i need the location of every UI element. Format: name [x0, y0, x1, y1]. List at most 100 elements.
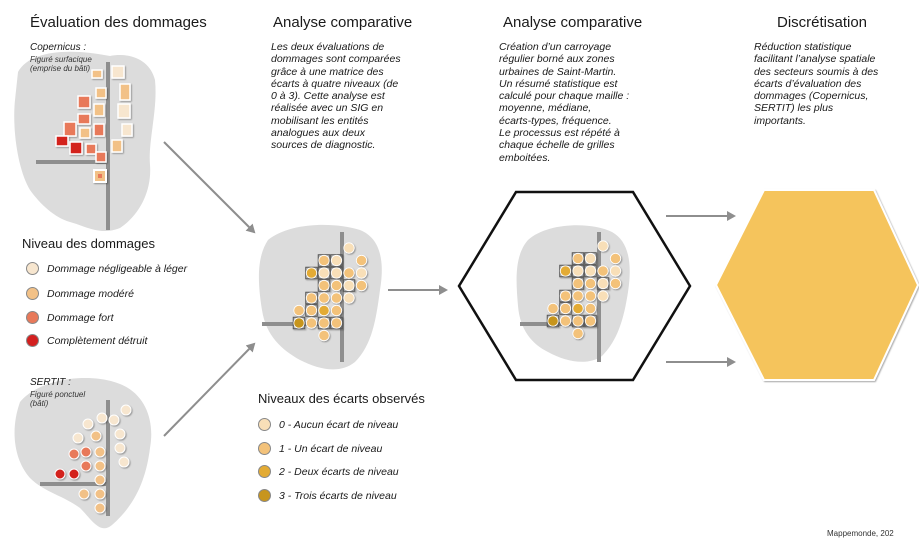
swatch-destroyed	[26, 334, 39, 347]
gap-level-dot	[305, 304, 318, 317]
grid-cell	[559, 302, 572, 315]
gap-level-dot	[343, 267, 355, 279]
gap-legend-item: 3 - Trois écarts de niveau	[258, 489, 397, 502]
grid-cell	[305, 291, 318, 305]
grid-cell	[559, 264, 572, 278]
gap-level-dot	[318, 329, 330, 342]
legend-label: Complètement détruit	[47, 334, 148, 347]
swatch-gap-0	[258, 418, 271, 431]
gap-level-dot	[584, 302, 597, 315]
flow-arrows	[163, 141, 736, 437]
damage-legend-item: Dommage modéré	[26, 287, 134, 300]
desc-line: Un résumé statistique est	[499, 77, 618, 90]
gap-level-dot	[305, 292, 318, 304]
gap-level-dot	[559, 315, 572, 327]
damage-legend-title: Niveau des dommages	[22, 236, 155, 251]
swatch-moderate	[26, 287, 39, 300]
gap-level-dot	[355, 267, 368, 279]
gap-level-dot	[305, 317, 318, 329]
grid-cell	[292, 316, 306, 330]
gap-level-dot	[584, 265, 597, 277]
gap-level-dot	[343, 242, 355, 254]
gap-level-dot	[597, 277, 609, 290]
desc-line: dommages (Copernicus,	[754, 90, 869, 103]
detail-line: Figuré surfacique	[30, 55, 92, 64]
swatch-gap-3	[258, 489, 271, 502]
desc-line: mobilisant les entités	[271, 114, 369, 127]
gap-legend-item: 1 - Un écart de niveau	[258, 442, 382, 455]
desc-line: calculé pour chaque maille :	[499, 90, 630, 103]
gap-level-dot	[330, 254, 343, 267]
gap-level-dot	[330, 267, 343, 279]
copernicus-detail: Figuré surfacique (emprise du bâti)	[30, 55, 92, 73]
copernicus-label: Copernicus :	[30, 42, 87, 53]
credit: Mappemonde, 202	[827, 529, 894, 538]
grid-cell	[546, 314, 560, 328]
damage-legend-item: Dommage fort	[26, 311, 114, 324]
grid-cell	[571, 252, 585, 265]
gap-level-dot	[609, 277, 622, 290]
desc-line: grâce à une matrice des	[271, 65, 384, 78]
gap-level-dot	[318, 254, 330, 267]
swatch-negligible	[26, 262, 39, 275]
gap-level-dot	[572, 252, 584, 265]
gap-level-dot	[572, 302, 584, 315]
damage-legend-item: Complètement détruit	[26, 334, 147, 347]
grid-cell	[330, 316, 343, 330]
gap-level-dot	[597, 240, 609, 252]
gap-level-dot	[547, 315, 559, 327]
desc-line: 0 à 3). Cette analyse est	[271, 90, 385, 103]
legend-label: Dommage modéré	[47, 287, 134, 300]
gap-level-dot	[572, 265, 584, 277]
title-comparative-analysis-1: Analyse comparative	[273, 14, 413, 31]
desc-line: Réduction statistique	[754, 41, 852, 53]
gap-level-dot	[355, 254, 368, 267]
desc-line: des secteurs soumis à des	[754, 65, 879, 78]
desc-line: Les deux évaluations de	[271, 41, 385, 53]
desc-line: chaque échelle de grilles	[499, 139, 615, 152]
gap-level-dot	[572, 315, 584, 327]
gap-level-dot	[559, 265, 572, 277]
desc-line: écarts d’évaluation des	[754, 77, 862, 90]
desc-line: Le processus est répété à	[499, 127, 620, 140]
desc-line: écarts à quatre niveaux (de	[271, 77, 399, 90]
desc-comparative-analysis-1: Les deux évaluations de dommages sont co…	[271, 41, 401, 152]
grid-cell	[559, 289, 572, 303]
desc-line: importants.	[754, 114, 806, 127]
gap-level-dot	[597, 290, 609, 302]
title-comparative-analysis-2: Analyse comparative	[503, 14, 643, 31]
desc-line: facilitant l’analyse spatiale	[754, 53, 876, 66]
gap-level-dot	[318, 267, 330, 279]
gap-level-dot	[330, 317, 343, 329]
grid-cell	[317, 316, 331, 330]
grid-cell	[317, 266, 331, 280]
legend-label: 2 - Deux écarts de niveau	[279, 465, 399, 478]
gap-level-dot	[584, 290, 597, 302]
grid-cell	[596, 277, 610, 290]
gap-level-dot	[559, 302, 572, 315]
desc-line: Création d’un carroyage	[499, 41, 612, 53]
gap-level-dot	[293, 304, 305, 317]
gap-level-dot	[318, 279, 330, 292]
gap-level-dot	[318, 292, 330, 304]
grid-cell	[305, 304, 318, 317]
gap-legend-item: 0 - Aucun écart de niveau	[258, 418, 398, 431]
gap-level-dot	[597, 265, 609, 277]
desc-line: emboitées.	[499, 151, 551, 164]
copernicus-map	[14, 51, 156, 232]
desc-line: dommages sont comparées	[271, 53, 401, 66]
gap-level-dot	[572, 327, 584, 340]
gap-level-dot	[355, 279, 368, 292]
legend-label: 1 - Un écart de niveau	[279, 442, 383, 455]
sertit-map	[14, 378, 152, 529]
grid-cell	[584, 314, 597, 328]
desc-line: analogues aux deux	[271, 127, 365, 140]
legend-label: 3 - Trois écarts de niveau	[279, 489, 397, 502]
gap-level-dot	[584, 277, 597, 290]
legend-label: Dommage fort	[47, 311, 114, 324]
gap-level-dot	[343, 292, 355, 304]
gap-level-dot	[343, 279, 355, 292]
title-damage-assessment: Évaluation des dommages	[30, 14, 207, 31]
gap-level-dot	[609, 265, 622, 277]
